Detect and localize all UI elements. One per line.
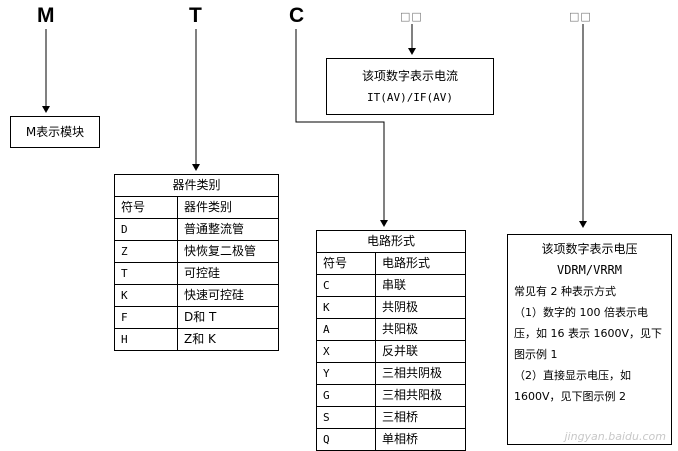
cell-desc: 三相共阳极 xyxy=(375,384,466,407)
device-header-symbol: 符号 xyxy=(114,196,178,219)
cell-symbol: F xyxy=(114,306,178,329)
voltage-line: （2）直接显示电压，如 xyxy=(514,369,631,382)
arrow-c xyxy=(295,29,388,227)
voltage-line: 常见有 2 种表示方式 xyxy=(514,285,616,298)
cell-symbol: C xyxy=(316,274,376,297)
circuit-header-form: 电路形式 xyxy=(375,252,466,275)
cell-symbol: Q xyxy=(316,428,376,451)
voltage-line: 1600V，见下图示例 2 xyxy=(514,390,627,403)
cell-symbol: Y xyxy=(316,362,376,385)
cell-desc: 普通整流管 xyxy=(177,218,279,241)
letter-m: M xyxy=(37,4,55,27)
device-header-type: 器件类别 xyxy=(177,196,279,219)
table-header-row: 符号 器件类别 xyxy=(114,196,279,219)
cell-symbol: X xyxy=(316,340,376,363)
cell-symbol: H xyxy=(114,328,178,351)
cell-desc: 三相桥 xyxy=(375,406,466,429)
voltage-box-title: 该项数字表示电压 xyxy=(541,242,638,256)
cell-desc: 共阴极 xyxy=(375,296,466,319)
cell-symbol: Z xyxy=(114,240,178,263)
voltage-line: 图示例 1 xyxy=(514,348,558,361)
voltage-line: 压，如 16 表示 1600V，见下 xyxy=(514,327,663,340)
cell-desc: 共阳极 xyxy=(375,318,466,341)
module-box-text: M表示模块 xyxy=(25,125,85,139)
cell-symbol: S xyxy=(316,406,376,429)
cell-desc: 反并联 xyxy=(375,340,466,363)
cell-desc: 快恢复二极管 xyxy=(177,240,279,263)
current-box-title: 该项数字表示电流 xyxy=(361,69,458,83)
cell-symbol: T xyxy=(114,262,178,285)
cell-symbol: A xyxy=(316,318,376,341)
cell-desc: 单相桥 xyxy=(375,428,466,451)
placeholder-glyphs-voltage: □□ xyxy=(569,10,592,23)
cell-desc: 三相共阴极 xyxy=(375,362,466,385)
cell-desc: 快速可控硅 xyxy=(177,284,279,307)
letter-c: C xyxy=(289,4,305,27)
table-header-row: 符号 电路形式 xyxy=(316,252,466,275)
cell-symbol: K xyxy=(114,284,178,307)
module-box: M表示模块 xyxy=(10,116,100,148)
voltage-box-symbols: VDRM/VRRM xyxy=(556,263,623,277)
placeholder-glyphs-current: □□ xyxy=(400,10,423,23)
voltage-line: （1）数字的 100 倍表示电 xyxy=(514,306,648,319)
cell-desc: D和 T xyxy=(177,306,279,329)
watermark: jingyan.baidu.com xyxy=(564,430,666,443)
cell-desc: 可控硅 xyxy=(177,262,279,285)
cell-symbol: G xyxy=(316,384,376,407)
cell-symbol: D xyxy=(114,218,178,241)
current-box-symbols: IT(AV)/IF(AV) xyxy=(366,91,454,104)
voltage-box: 该项数字表示电压 VDRM/VRRM 常见有 2 种表示方式 （1）数字的 10… xyxy=(507,234,672,445)
cell-desc: 串联 xyxy=(375,274,466,297)
device-table-title: 器件类别 xyxy=(114,174,279,197)
circuit-header-symbol: 符号 xyxy=(316,252,376,275)
circuit-table-title: 电路形式 xyxy=(316,230,466,253)
letter-t: T xyxy=(189,4,202,27)
cell-desc: Z和 K xyxy=(177,328,279,351)
cell-symbol: K xyxy=(316,296,376,319)
current-box: 该项数字表示电流 IT(AV)/IF(AV) xyxy=(326,58,494,115)
